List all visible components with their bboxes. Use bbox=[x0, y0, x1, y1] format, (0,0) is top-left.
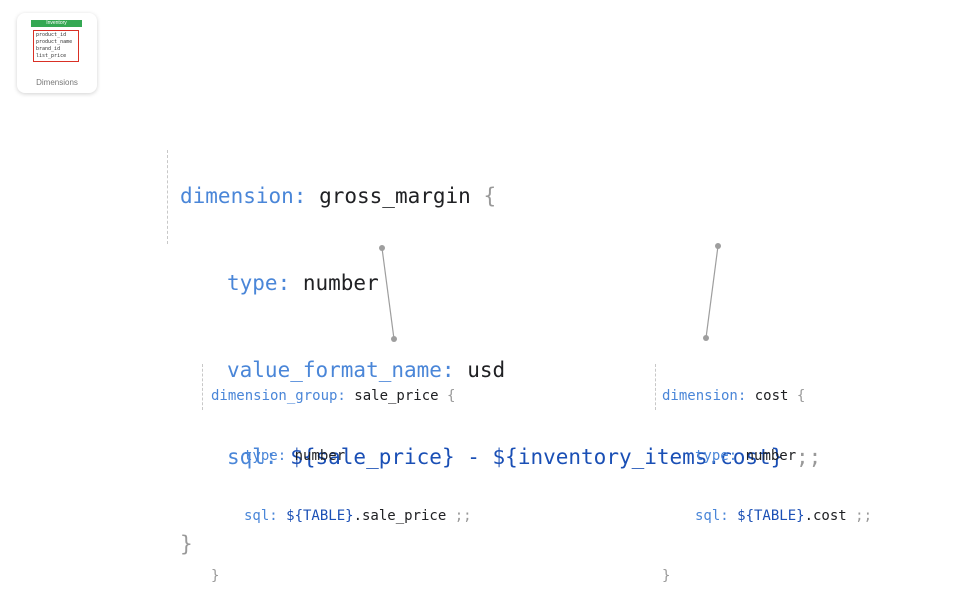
thumbnail-caption: Dimensions bbox=[36, 78, 78, 87]
code-value: number bbox=[290, 271, 379, 295]
code-keyword: sql: bbox=[695, 508, 729, 524]
close-brace: } bbox=[211, 568, 220, 584]
thumbnail-field-list: product_id product_name brand_id list_pr… bbox=[33, 30, 79, 62]
statement-terminator: ;; bbox=[846, 508, 873, 524]
code-line: dimension: cost { bbox=[662, 386, 872, 406]
code-line: type: number bbox=[211, 446, 472, 466]
code-value: number bbox=[737, 448, 797, 464]
code-keyword: sql: bbox=[227, 445, 278, 469]
code-line: sql: ${sale_price} - ${inventory_items.c… bbox=[180, 443, 821, 472]
code-value: usd bbox=[454, 358, 506, 382]
gross-margin-code-block: dimension: gross_margin { type: number v… bbox=[180, 124, 821, 588]
code-value: number bbox=[286, 448, 346, 464]
right-indent-guide bbox=[655, 364, 656, 410]
table-reference: ${TABLE} bbox=[728, 508, 805, 524]
minus-operator: - bbox=[454, 445, 493, 469]
code-value: .sale_price bbox=[353, 508, 447, 524]
statement-terminator: ;; bbox=[446, 508, 472, 524]
close-brace: } bbox=[662, 568, 671, 584]
open-brace: { bbox=[796, 388, 806, 404]
thumbnail-field: list_price bbox=[36, 53, 67, 59]
cost-code-block: dimension: cost { type: number sql: ${TA… bbox=[662, 346, 872, 606]
thumbnail-table-header: Inventory bbox=[31, 20, 82, 27]
code-line: type: number bbox=[662, 446, 872, 466]
code-line: value_format_name: usd bbox=[180, 356, 821, 385]
code-value: .cost bbox=[804, 508, 847, 524]
code-line: dimension: gross_margin { bbox=[180, 182, 821, 211]
dimension-name: cost bbox=[746, 388, 797, 404]
code-line: type: number bbox=[180, 269, 821, 298]
code-line: } bbox=[211, 566, 472, 586]
code-line: } bbox=[662, 566, 872, 586]
table-reference: ${TABLE} bbox=[277, 508, 354, 524]
sale-price-reference: ${sale_price} bbox=[277, 445, 455, 469]
code-keyword: dimension: bbox=[180, 184, 307, 208]
thumbnail-field: brand_id bbox=[36, 46, 61, 52]
code-keyword: type: bbox=[244, 448, 287, 464]
main-indent-guide bbox=[167, 150, 168, 244]
sale-price-code-block: dimension_group: sale_price { type: numb… bbox=[211, 346, 472, 606]
code-line: sql: ${TABLE}.sale_price ;; bbox=[211, 506, 472, 526]
thumbnail-field: product_id bbox=[36, 32, 67, 38]
close-brace: } bbox=[180, 532, 193, 556]
dimension-name: gross_margin bbox=[306, 184, 484, 208]
code-line: dimension_group: sale_price { bbox=[211, 386, 472, 406]
code-keyword: sql: bbox=[244, 508, 278, 524]
code-keyword: value_format_name: bbox=[227, 358, 455, 382]
statement-terminator: ;; bbox=[783, 445, 822, 469]
open-brace: { bbox=[447, 388, 456, 404]
code-keyword: dimension: bbox=[662, 388, 747, 404]
open-brace: { bbox=[483, 184, 497, 208]
inventory-thumbnail-card: Inventory product_id product_name brand_… bbox=[17, 13, 97, 93]
code-keyword: type: bbox=[227, 271, 291, 295]
thumbnail-field: product_name bbox=[36, 39, 73, 45]
code-line: sql: ${TABLE}.cost ;; bbox=[662, 506, 872, 526]
dimension-name: sale_price bbox=[345, 388, 448, 404]
code-keyword: dimension_group: bbox=[211, 388, 346, 404]
code-keyword: type: bbox=[695, 448, 738, 464]
inventory-cost-reference: ${inventory_items.cost} bbox=[492, 445, 784, 469]
left-indent-guide bbox=[202, 364, 203, 410]
